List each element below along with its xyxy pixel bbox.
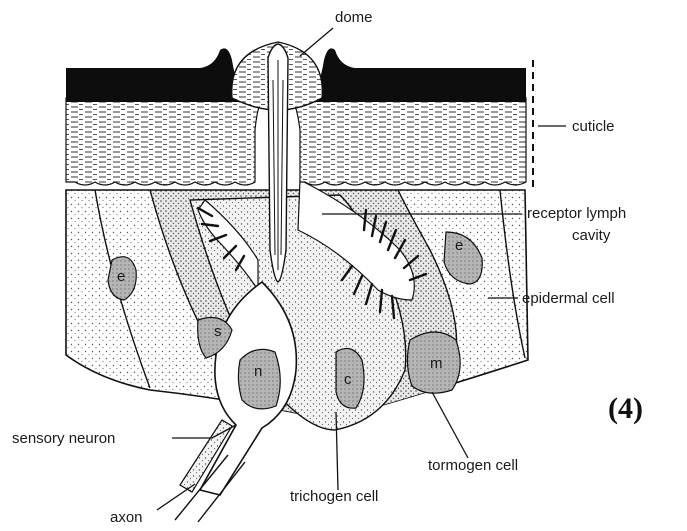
label-cuticle: cuticle bbox=[572, 118, 615, 135]
label-receptor-cavity: cavity bbox=[572, 227, 611, 244]
label-tormogen-cell: tormogen cell bbox=[428, 457, 518, 474]
nucleus-tormogen: m bbox=[407, 332, 460, 393]
label-trichogen-cell: trichogen cell bbox=[290, 488, 378, 505]
panel-number: (4) bbox=[608, 392, 643, 425]
svg-text:e: e bbox=[455, 237, 463, 254]
label-axon: axon bbox=[110, 509, 143, 526]
label-receptor-lymph: receptor lymph bbox=[527, 205, 626, 222]
label-dome: dome bbox=[335, 9, 373, 26]
leader-tormogen bbox=[432, 392, 468, 458]
svg-text:n: n bbox=[254, 363, 262, 380]
label-epidermal-cell: epidermal cell bbox=[522, 290, 615, 307]
label-sensory-neuron: sensory neuron bbox=[12, 430, 115, 447]
svg-text:c: c bbox=[344, 371, 352, 388]
nucleus-neuron: n bbox=[238, 349, 280, 409]
cuticle-layer bbox=[66, 98, 526, 185]
dendrite bbox=[268, 44, 288, 282]
svg-text:e: e bbox=[117, 268, 125, 285]
svg-text:s: s bbox=[214, 323, 222, 340]
epicuticle-right bbox=[294, 48, 526, 102]
nucleus-trichogen: c bbox=[336, 348, 364, 408]
leader-axon bbox=[157, 484, 195, 510]
nucleus-epidermal-left: e bbox=[108, 257, 136, 300]
svg-text:m: m bbox=[430, 355, 443, 372]
